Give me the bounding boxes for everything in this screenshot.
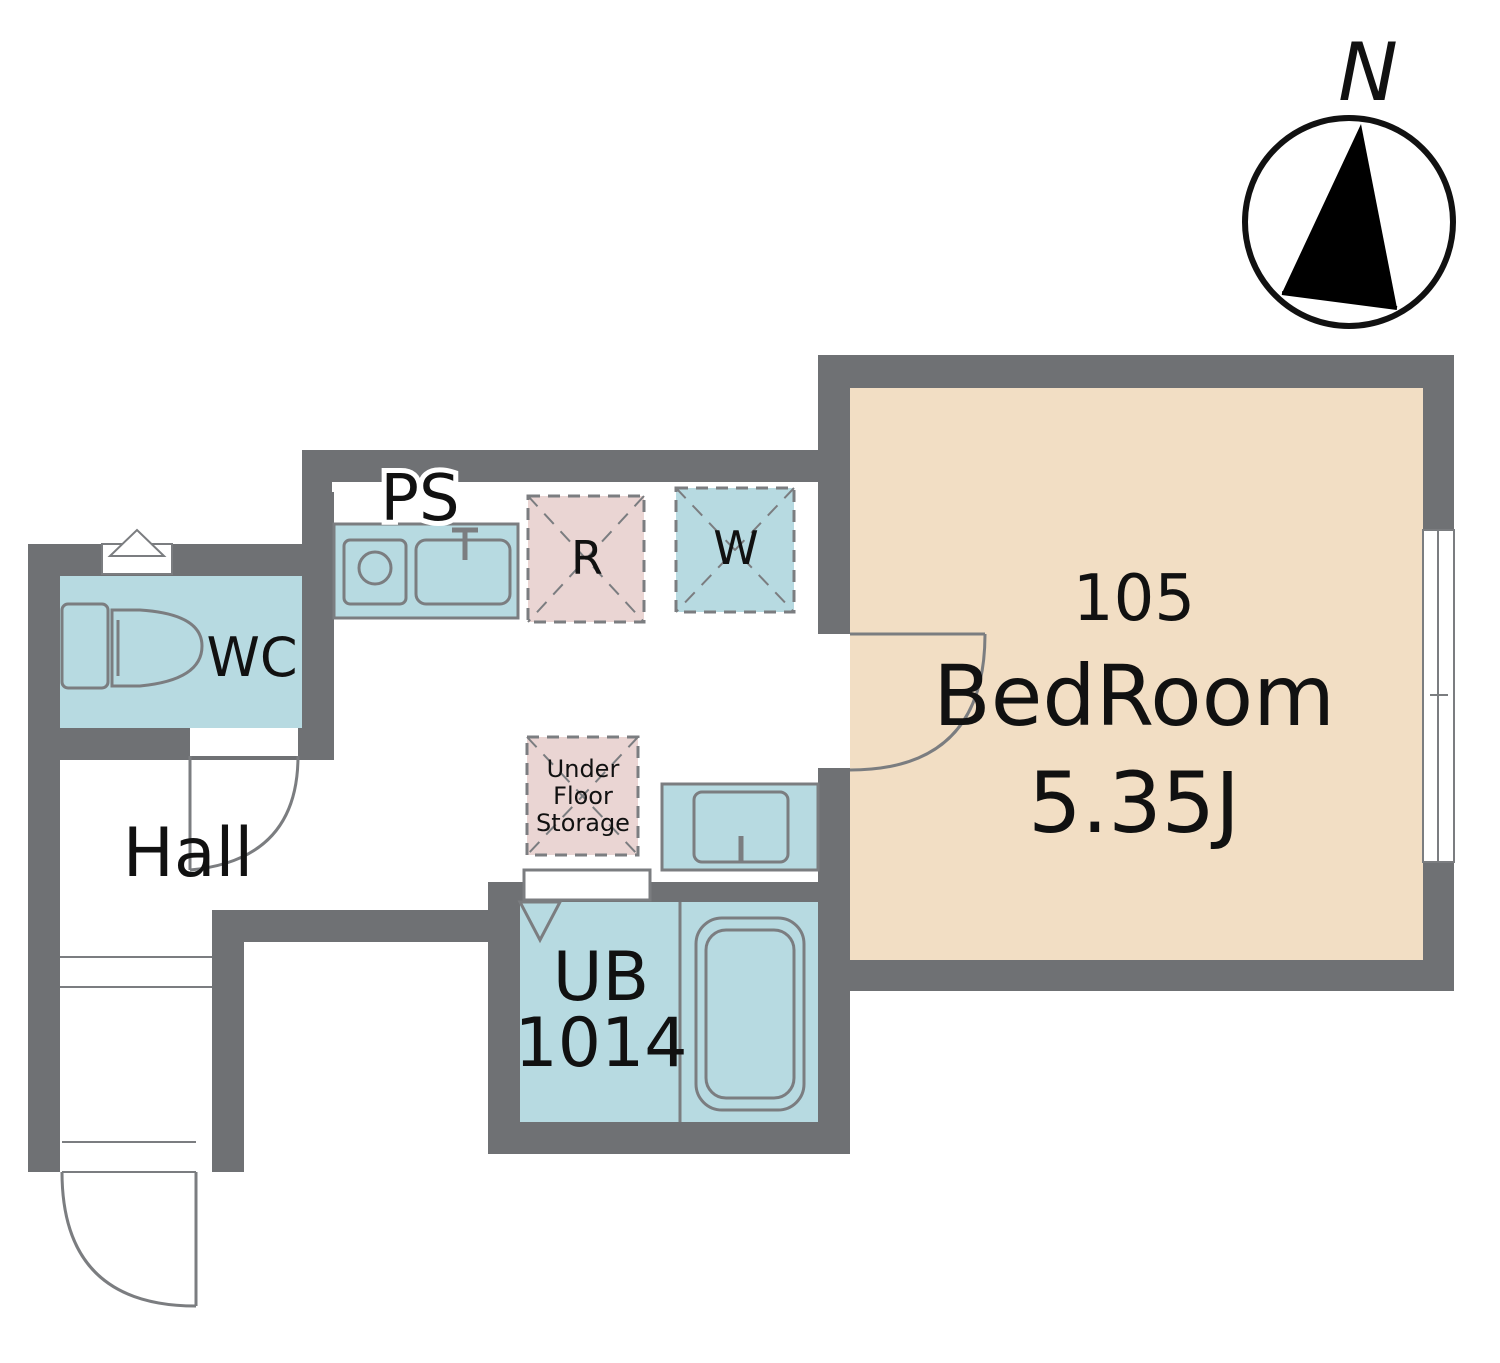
- wc-vent-icon: [101, 528, 173, 575]
- compass: N: [1242, 26, 1456, 329]
- ps: PS: [332, 457, 496, 541]
- toilet-icon: [60, 602, 204, 690]
- wc-door: [188, 728, 300, 872]
- bedroom-floor: [850, 388, 1423, 960]
- refrigerator-label: R: [571, 531, 603, 585]
- hall-label: Hall: [123, 814, 254, 893]
- refrigerator-space: R: [526, 494, 646, 624]
- wc-label: WC: [206, 626, 297, 689]
- storage-label-line1: Under: [547, 755, 620, 783]
- bedroom-number: 105: [1073, 562, 1195, 636]
- vanity: [660, 782, 820, 872]
- entrance: [60, 956, 212, 1308]
- washer-space: W: [674, 486, 796, 614]
- storage-label-line2: Floor: [553, 782, 613, 810]
- under-floor-storage: Under Floor Storage: [525, 735, 640, 857]
- compass-label: N: [1338, 26, 1398, 119]
- bath-label-line2: 1014: [514, 1004, 687, 1083]
- bath-label-line1: UB: [553, 938, 649, 1017]
- bath-door-icon: [517, 900, 563, 944]
- bedroom-size: 5.35J: [1028, 754, 1240, 852]
- bathtub-icon: [694, 916, 806, 1112]
- kitchen-counter: [332, 522, 520, 620]
- bedroom-name: BedRoom: [933, 647, 1335, 745]
- bedroom-window: [1422, 529, 1455, 863]
- compass-arrow-base: [1281, 291, 1398, 310]
- compass-arrow-icon: [1282, 124, 1397, 308]
- bedroom-door: [849, 632, 987, 772]
- washer-label: W: [713, 521, 758, 575]
- bath-floor: [520, 902, 818, 1122]
- storage-label-line3: Storage: [536, 809, 630, 837]
- ps-label: PS: [380, 462, 459, 536]
- wc-floor: [60, 576, 302, 728]
